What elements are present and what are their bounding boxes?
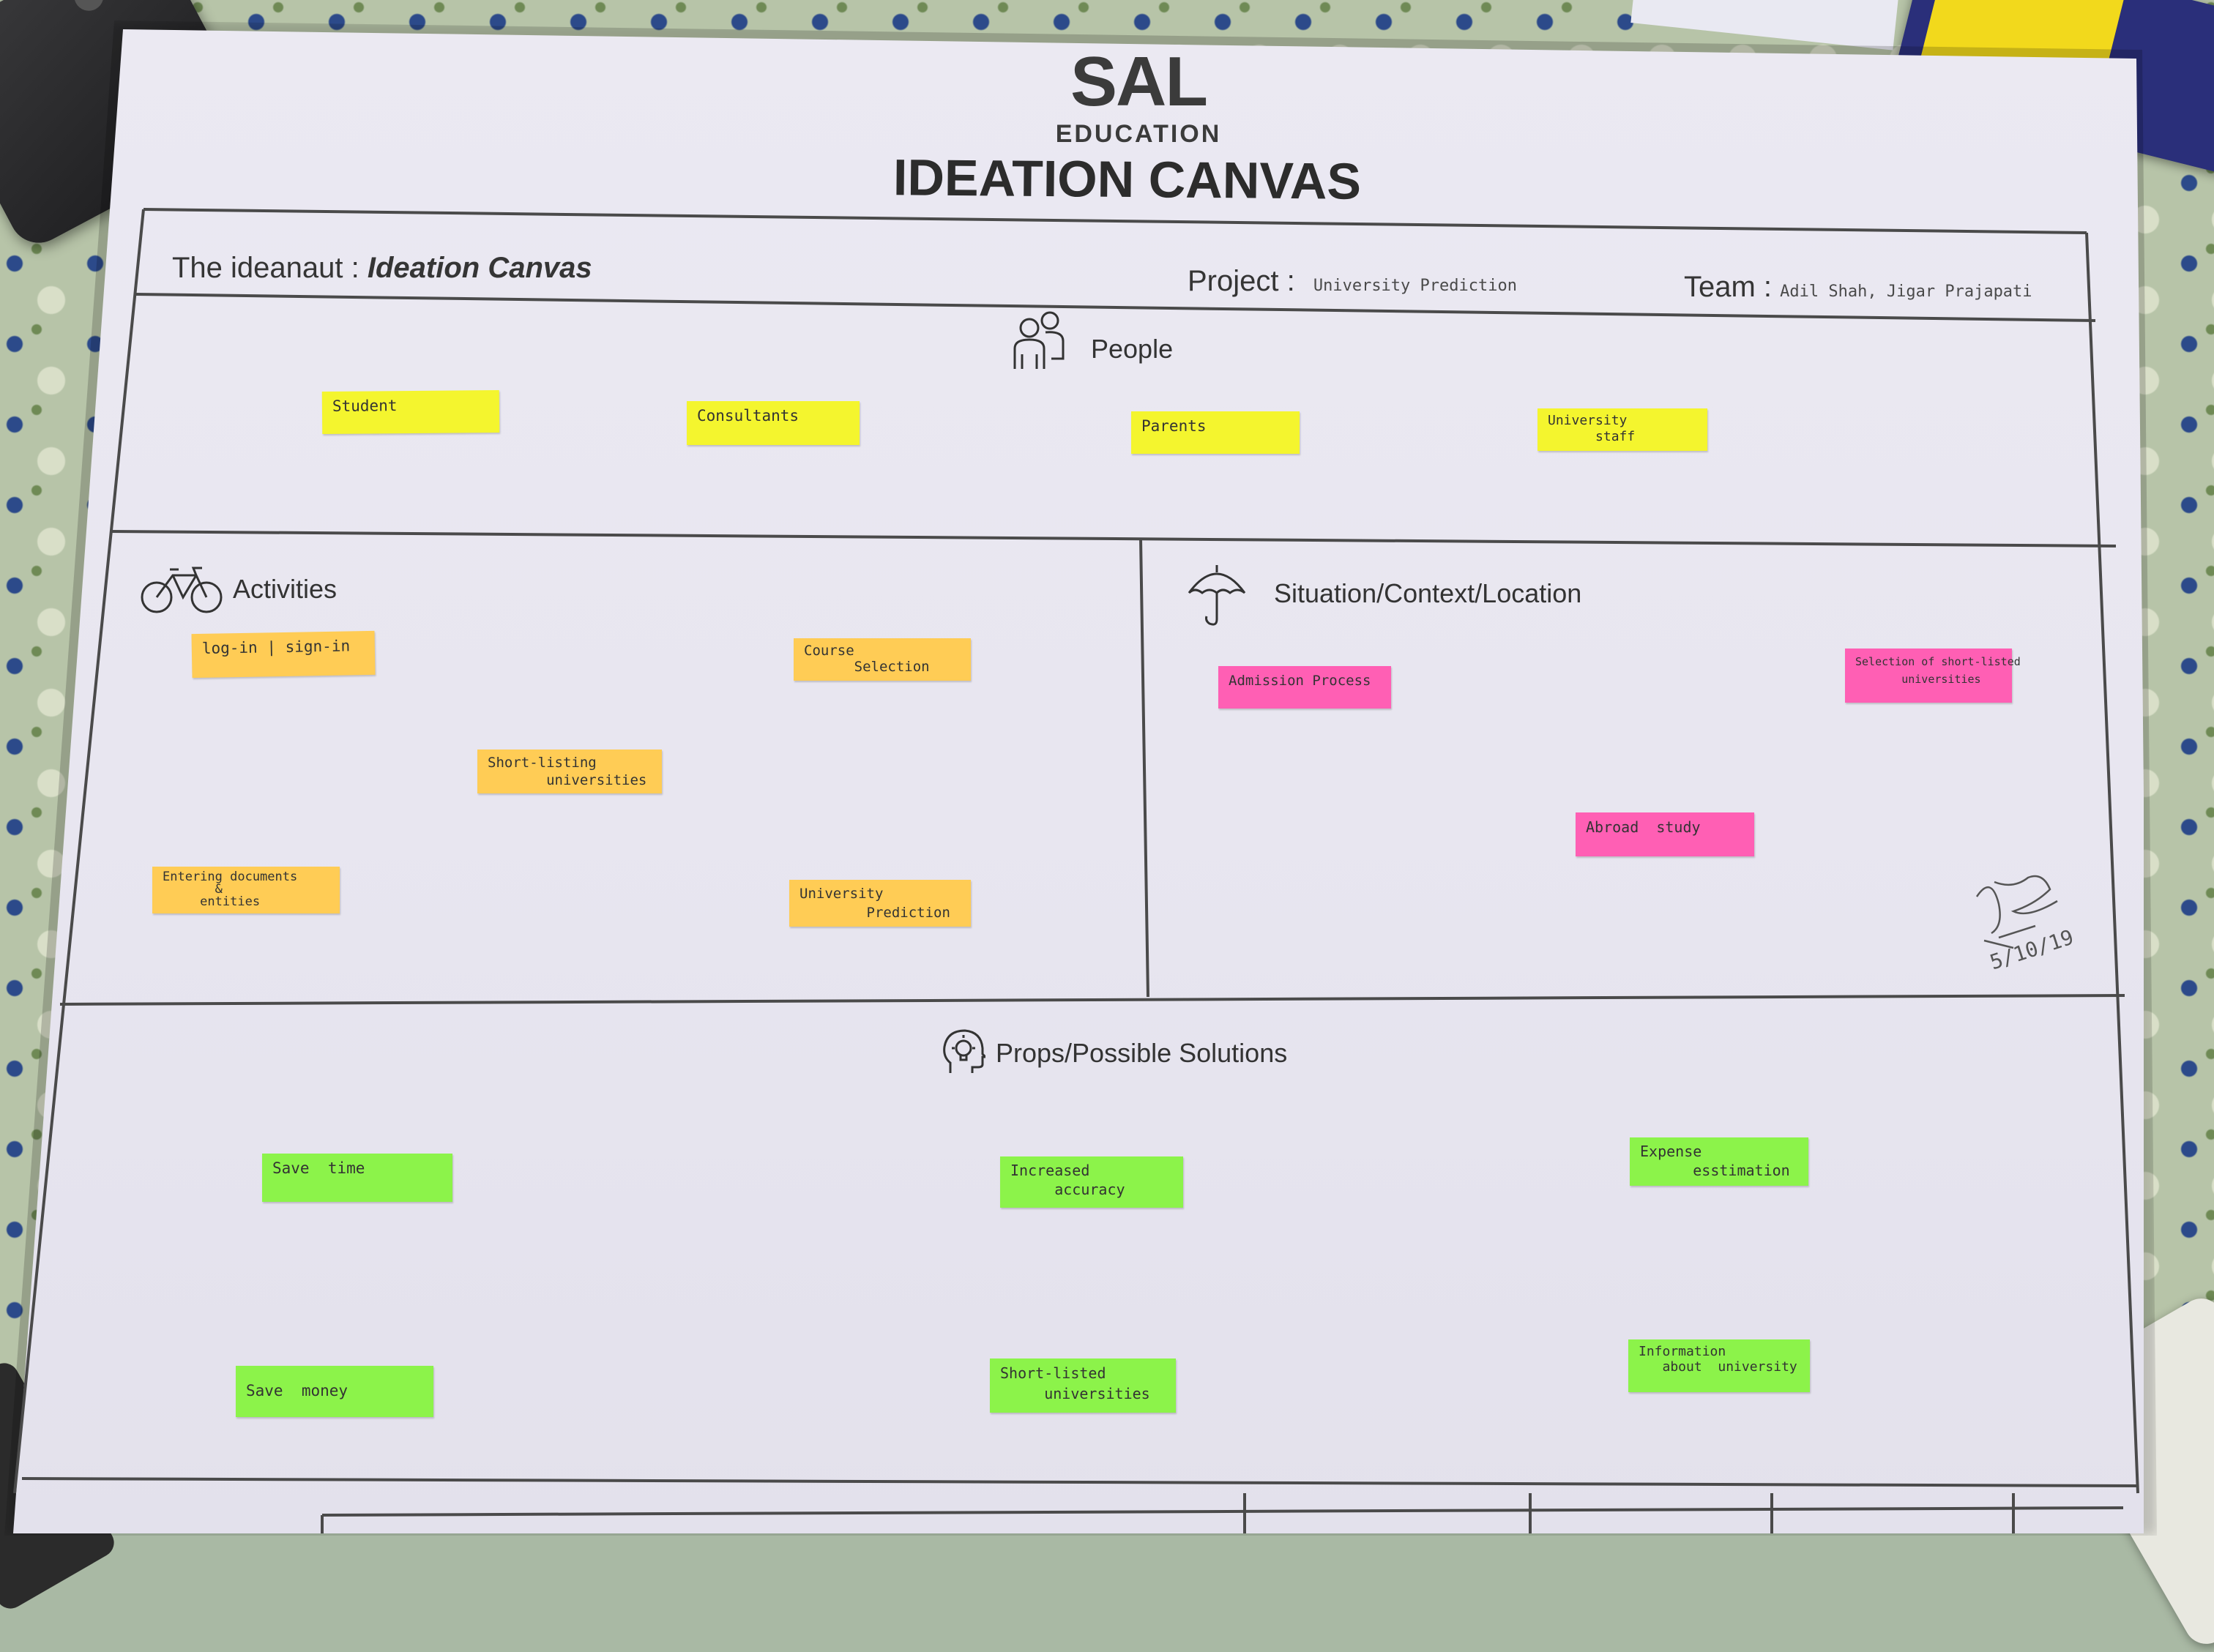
sticky-note-activity: log-in | sign-in: [191, 630, 376, 679]
sticky-note-activity: Course Selection: [794, 638, 971, 681]
sticky-note-solution: Increased accuracy: [1000, 1156, 1183, 1208]
sticky-note-people: Student: [321, 389, 500, 435]
sticky-note-activity: Entering documents & entities: [152, 867, 340, 913]
sticky-note-solution: Expense esstimation: [1630, 1137, 1808, 1186]
sticky-note-solution: Information about university: [1628, 1339, 1810, 1392]
sticky-note-people: Consultants: [687, 401, 860, 445]
canvas-grid-lines: [13, 208, 2139, 1533]
project-label: Project :: [1188, 265, 1295, 297]
team-label: Team :: [1684, 271, 1773, 303]
section-props-label: Props/Possible Solutions: [996, 1038, 1288, 1068]
sticky-note-solution: Save money: [236, 1366, 433, 1417]
team-field: Team : Adil Shah, Jigar Prajapati: [1684, 271, 2032, 304]
sticky-note-activity: Short-listing universities: [477, 750, 662, 793]
section-people-label: People: [1091, 334, 1174, 364]
logo-main: SAL: [1070, 42, 1208, 121]
section-activities-label: Activities: [233, 574, 338, 604]
lightbulb-head-icon: [943, 1029, 985, 1073]
ideanaut-field: The ideanaut : Ideation Canvas: [172, 252, 592, 285]
logo-sub: EDUCATION: [1055, 120, 1222, 148]
bicycle-icon: [141, 567, 223, 613]
ideanaut-value: Ideation Canvas: [367, 252, 592, 284]
sal-logo: SAL EDUCATION: [1047, 47, 1230, 149]
sticky-note-activity: University Prediction: [789, 880, 971, 927]
ideanaut-label: The ideanaut :: [172, 252, 359, 284]
sticky-note-people: Parents: [1131, 411, 1300, 454]
people-icon: [1013, 311, 1065, 369]
project-value: University Prediction: [1313, 277, 1517, 295]
project-field: Project : University Prediction: [1188, 265, 1517, 298]
sticky-note-people: University staff: [1538, 408, 1707, 451]
canvas-paper: [13, 29, 2144, 1533]
sticky-note-situation: Selection of short-listed universities: [1845, 649, 2021, 703]
umbrella-icon: [1188, 565, 1246, 626]
sticky-note-situation: Admission Process: [1218, 666, 1391, 709]
section-situation-label: Situation/Context/Location: [1274, 578, 1582, 608]
sticky-note-solution: Save time: [262, 1154, 452, 1202]
signature: 5/10/19: [1969, 867, 2076, 981]
team-value: Adil Shah, Jigar Prajapati: [1780, 283, 2032, 301]
sticky-note-situation: Abroad study: [1576, 812, 1754, 856]
signature-scribble: [1975, 875, 2058, 949]
sticky-note-solution: Short-listed universities: [990, 1358, 1176, 1413]
